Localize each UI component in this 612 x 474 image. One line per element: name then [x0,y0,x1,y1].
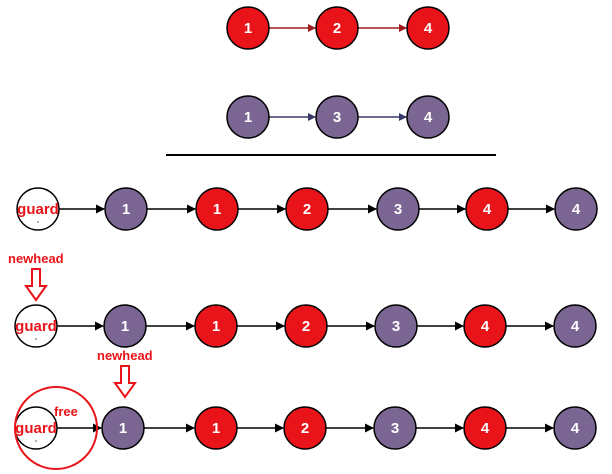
newhead-label-step2: newhead [8,251,64,266]
merged-row-3-node-5-value: 4 [571,420,580,437]
list-nodes: 1 2 4 1 3 4 guard 1 1 2 3 4 4 guard 1 1 2 3 4 4 guard 1 1 2 3 4 4 [14,6,598,450]
merged-row-2-node-2: 2 [284,304,328,348]
newhead-arrow-step2 [24,268,48,302]
free-label: free [54,404,78,419]
merged-row-1-node-5-value: 4 [572,201,581,218]
merged-row-1-guard: guard [16,187,60,231]
list-a-node-1: 2 [315,6,359,50]
merged-row-3-node-1: 1 [194,406,238,450]
merged-row-3-guard: guard [14,406,58,450]
merged-row-2-node-0-value: 1 [121,318,129,335]
list-a-node-2-value: 4 [424,20,433,37]
merged-row-2-node-1-value: 1 [212,318,220,335]
merged-row-1-node-4-value: 4 [483,201,492,218]
merged-row-3-node-1-value: 1 [212,420,220,437]
merged-row-3-node-0-value: 1 [119,420,127,437]
list-b-node-0: 1 [226,95,270,139]
merged-row-3-node-3: 3 [373,406,417,450]
merged-row-2-node-4-value: 4 [481,318,490,335]
list-a-node-0: 1 [226,6,270,50]
list-b-node-2-value: 4 [424,109,433,126]
list-a-node-1-value: 2 [333,20,341,37]
list-b-node-1-value: 3 [333,109,341,126]
list-b-node-2: 4 [406,95,450,139]
merged-row-2-node-4: 4 [463,304,507,348]
list-b-node-1: 3 [315,95,359,139]
merged-row-3-node-4-value: 4 [481,420,490,437]
merged-row-2-guard-label: guard [15,318,57,335]
merged-row-2-node-0: 1 [103,304,147,348]
merged-row-2-node-2-value: 2 [302,318,310,335]
merged-row-2-node-3: 3 [374,304,418,348]
merged-row-1-node-0-value: 1 [122,201,130,218]
merged-row-2-node-5: 4 [553,304,597,348]
list-a-node-0-value: 1 [244,20,252,37]
merged-row-1-node-2-value: 2 [303,201,311,218]
list-a-node-2: 4 [406,6,450,50]
merged-row-3-node-2-value: 2 [301,420,309,437]
merged-row-3-node-5: 4 [553,406,597,450]
merged-row-3-node-0: 1 [101,406,145,450]
merged-row-3-node-3-value: 3 [391,420,399,437]
free-highlight-circle [14,386,98,470]
merged-row-1-node-5: 4 [554,187,598,231]
merged-row-1-node-1: 1 [195,187,239,231]
link-arrows [57,24,555,433]
merged-row-3-node-2: 2 [283,406,327,450]
merged-row-2-node-5-value: 4 [571,318,580,335]
merged-row-1-guard-label: guard [17,201,59,218]
merged-row-1-node-1-value: 1 [213,201,221,218]
merged-row-1-node-3-value: 3 [394,201,402,218]
merged-row-1-node-4: 4 [465,187,509,231]
newhead-label-step3: newhead [97,348,153,363]
merged-row-1-node-3: 3 [376,187,420,231]
merged-row-1-node-0: 1 [104,187,148,231]
merged-row-3-guard-label: guard [15,420,57,437]
list-b-node-0-value: 1 [244,109,252,126]
merged-row-1-node-2: 2 [285,187,329,231]
merged-row-2-node-3-value: 3 [392,318,400,335]
newhead-arrow-step3 [113,365,137,399]
merged-row-2-guard: guard [14,304,58,348]
merged-row-2-node-1: 1 [194,304,238,348]
merged-row-3-node-4: 4 [463,406,507,450]
